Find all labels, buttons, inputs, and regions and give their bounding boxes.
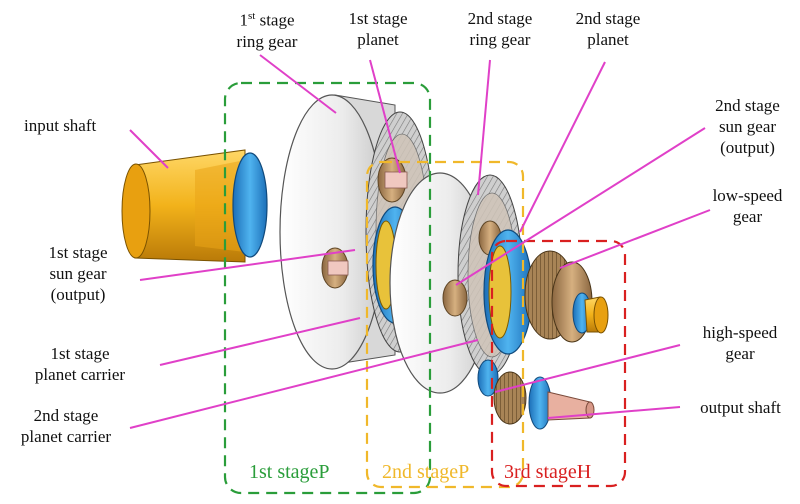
- leader-second-planet: [519, 61, 606, 233]
- label-second-ring-gear: 2nd stage ring gear: [467, 9, 533, 49]
- label-second-planet: 2nd stage planet: [575, 9, 641, 49]
- label-high-speed-gear: high-speed gear: [702, 323, 778, 363]
- first-stage-label: 1st stageP: [249, 461, 330, 483]
- leader-first-ring: [259, 54, 337, 114]
- leader-first-sun: [139, 249, 356, 281]
- label-low-speed-gear: low-speed gear: [712, 186, 783, 226]
- leader-first-planet: [369, 59, 401, 174]
- second-sun-core-shape: [488, 245, 512, 339]
- leader-second-carrier: [129, 339, 479, 429]
- leader-high-speed: [494, 344, 681, 393]
- second-stage-box: [365, 160, 525, 489]
- first-stage-box: [223, 81, 432, 495]
- low-speed-gear-shape: [524, 250, 609, 343]
- label-second-planet-carrier: 2nd stage planet carrier: [20, 406, 112, 446]
- second-stage-label: 2nd stageP: [382, 461, 470, 483]
- label-first-planet: 1st stage planet: [348, 9, 408, 49]
- leader-second-sun: [455, 127, 706, 286]
- input-shaft-shape: [121, 149, 246, 263]
- third-stage-label: 3rd stageH: [504, 461, 592, 483]
- high-speed-gear-shape: [477, 359, 552, 430]
- leader-output-shaft: [547, 406, 681, 419]
- label-first-sun-gear: 1st stage sun gear (output): [48, 243, 108, 304]
- label-second-sun-gear: 2nd stage sun gear (output): [715, 96, 780, 157]
- label-first-ring-gear: 1st stage ring gear: [236, 10, 298, 51]
- third-stage-box: [490, 239, 627, 488]
- label-first-planet-carrier: 1st stage planet carrier: [34, 344, 126, 384]
- leader-second-ring: [477, 59, 491, 196]
- label-input-shaft: input shaft: [24, 116, 97, 135]
- label-output-shaft: output shaft: [700, 398, 781, 417]
- leader-low-speed: [559, 209, 711, 269]
- input-bearing-shape: [232, 152, 268, 258]
- leader-input-shaft: [129, 129, 169, 169]
- leader-first-carrier: [159, 317, 361, 366]
